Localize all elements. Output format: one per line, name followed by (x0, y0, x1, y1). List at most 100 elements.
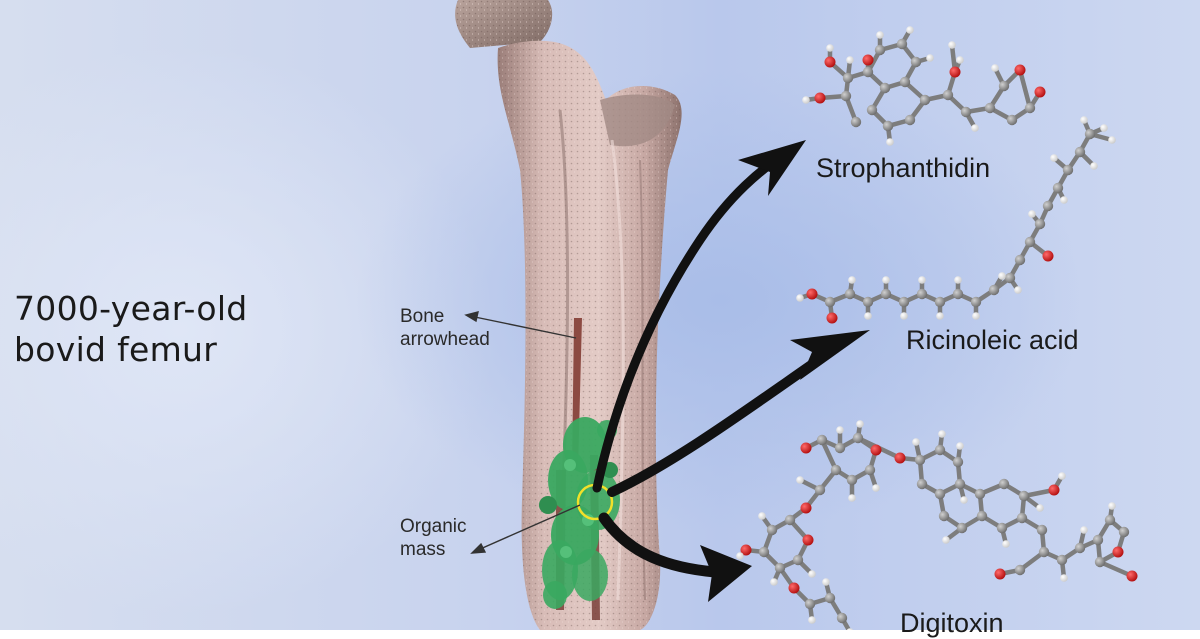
hydrogen-atom (802, 96, 810, 104)
hydrogen-atom (912, 438, 920, 446)
oxygen-atom (1048, 484, 1060, 496)
carbon-atom (1104, 514, 1116, 526)
hydrogen-atom (886, 138, 894, 146)
carbon-atom (874, 44, 886, 56)
carbon-atom (934, 444, 946, 456)
hydrogen-atom (856, 420, 864, 428)
carbon-atom (998, 80, 1010, 92)
carbon-atom (1062, 164, 1074, 176)
hydrogen-atom (864, 312, 872, 320)
hydrogen-atom (956, 442, 964, 450)
arrow-head-digitoxin (700, 545, 752, 602)
carbon-atom (1084, 128, 1096, 140)
title-line-1: 7000-year-old (14, 289, 248, 328)
carbon-atom (864, 464, 876, 476)
carbon-atom (842, 72, 854, 84)
oxygen-atom (800, 442, 812, 454)
oxygen-atom (870, 444, 882, 456)
arrowhead-leader-tip (464, 311, 479, 323)
arrow-to-ricinoleic (607, 347, 835, 497)
hydrogen-atom (1080, 116, 1088, 124)
hydrogen-atom (956, 56, 964, 64)
carbon-atom (934, 488, 946, 500)
carbon-atom (862, 296, 874, 308)
hydrogen-atom (848, 494, 856, 502)
oxygen-atom (826, 312, 838, 324)
carbon-atom (824, 592, 836, 604)
carbon-atom (984, 102, 996, 114)
organic-mass-label: Organic mass (400, 516, 467, 562)
carbon-atom (1118, 526, 1130, 538)
hydrogen-atom (822, 578, 830, 586)
carbon-atom (954, 478, 966, 490)
hydrogen-atom (1108, 136, 1116, 144)
hydrogen-atom (796, 294, 804, 302)
carbon-atom (898, 296, 910, 308)
hydrogen-atom (1058, 472, 1066, 480)
carbon-atom (852, 432, 864, 444)
carbon-atom (850, 116, 862, 128)
hydrogen-atom (1028, 210, 1036, 218)
pathway-arrows (592, 140, 870, 602)
hydrogen-atom (770, 578, 778, 586)
carbon-atom (952, 288, 964, 300)
molecule-ricinoleic-acid (796, 116, 1116, 324)
oxygen-atom (824, 56, 836, 68)
organic-label-line-1: Organic (400, 516, 467, 537)
hydrogen-atom (1090, 162, 1098, 170)
oxygen-atom (802, 534, 814, 546)
oxygen-atom (788, 582, 800, 594)
hydrogen-atom (991, 64, 999, 72)
carbon-atom (956, 522, 968, 534)
carbon-atom (914, 454, 926, 466)
carbon-atom (804, 598, 816, 610)
carbon-atom (1042, 200, 1054, 212)
molecule-strophanthidin (802, 26, 1046, 146)
hydrogen-atom (948, 41, 956, 49)
carbon-atom (844, 288, 856, 300)
oxygen-atom (800, 502, 812, 514)
bond (1017, 69, 1033, 109)
hydrogen-atom (1060, 196, 1068, 204)
organic-mass (539, 417, 620, 609)
hydrogen-atom (848, 276, 856, 284)
oxygen-atom (806, 288, 818, 300)
bond (1099, 559, 1133, 579)
carbon-atom (792, 554, 804, 566)
carbon-atom (960, 106, 972, 118)
carbon-atom (1016, 512, 1028, 524)
arrowhead-leader-line (469, 315, 577, 339)
organic-label-line-2: mass (400, 538, 446, 560)
arrow-to-strophanthidin (592, 145, 795, 493)
hydrogen-atom (872, 484, 880, 492)
arrowhead-label: Bone arrowhead (400, 306, 490, 352)
hydrogen-atom (1036, 504, 1044, 512)
compound-label-digitoxin: Digitoxin (900, 608, 1004, 638)
hydrogen-atom (998, 272, 1006, 280)
carbon-atom (974, 488, 986, 500)
arrow-head-ricinoleic (790, 330, 870, 380)
carbon-atom (904, 114, 916, 126)
carbon-atom (836, 612, 848, 624)
carbon-atom (840, 90, 852, 102)
carbon-atom (879, 82, 891, 94)
carbon-atom (970, 296, 982, 308)
hydrogen-atom (846, 56, 854, 64)
arrowhead-label-line-1: Bone (400, 306, 445, 327)
hydrogen-atom (758, 512, 766, 520)
organic-leader-tip (470, 542, 487, 554)
hydrogen-atom (808, 616, 816, 624)
carbon-atom (846, 474, 858, 486)
hydrogen-atom (1014, 286, 1022, 294)
oxygen-atom (949, 66, 961, 78)
hydrogen-atom (882, 276, 890, 284)
hydrogen-atom (1108, 502, 1116, 510)
carbon-atom (830, 464, 842, 476)
carbon-atom (1094, 556, 1106, 568)
carbon-atom (1024, 236, 1036, 248)
carbon-atom (916, 288, 928, 300)
carbon-atom (916, 478, 928, 490)
carbon-atom (814, 484, 826, 496)
hydrogen-atom (906, 26, 914, 34)
